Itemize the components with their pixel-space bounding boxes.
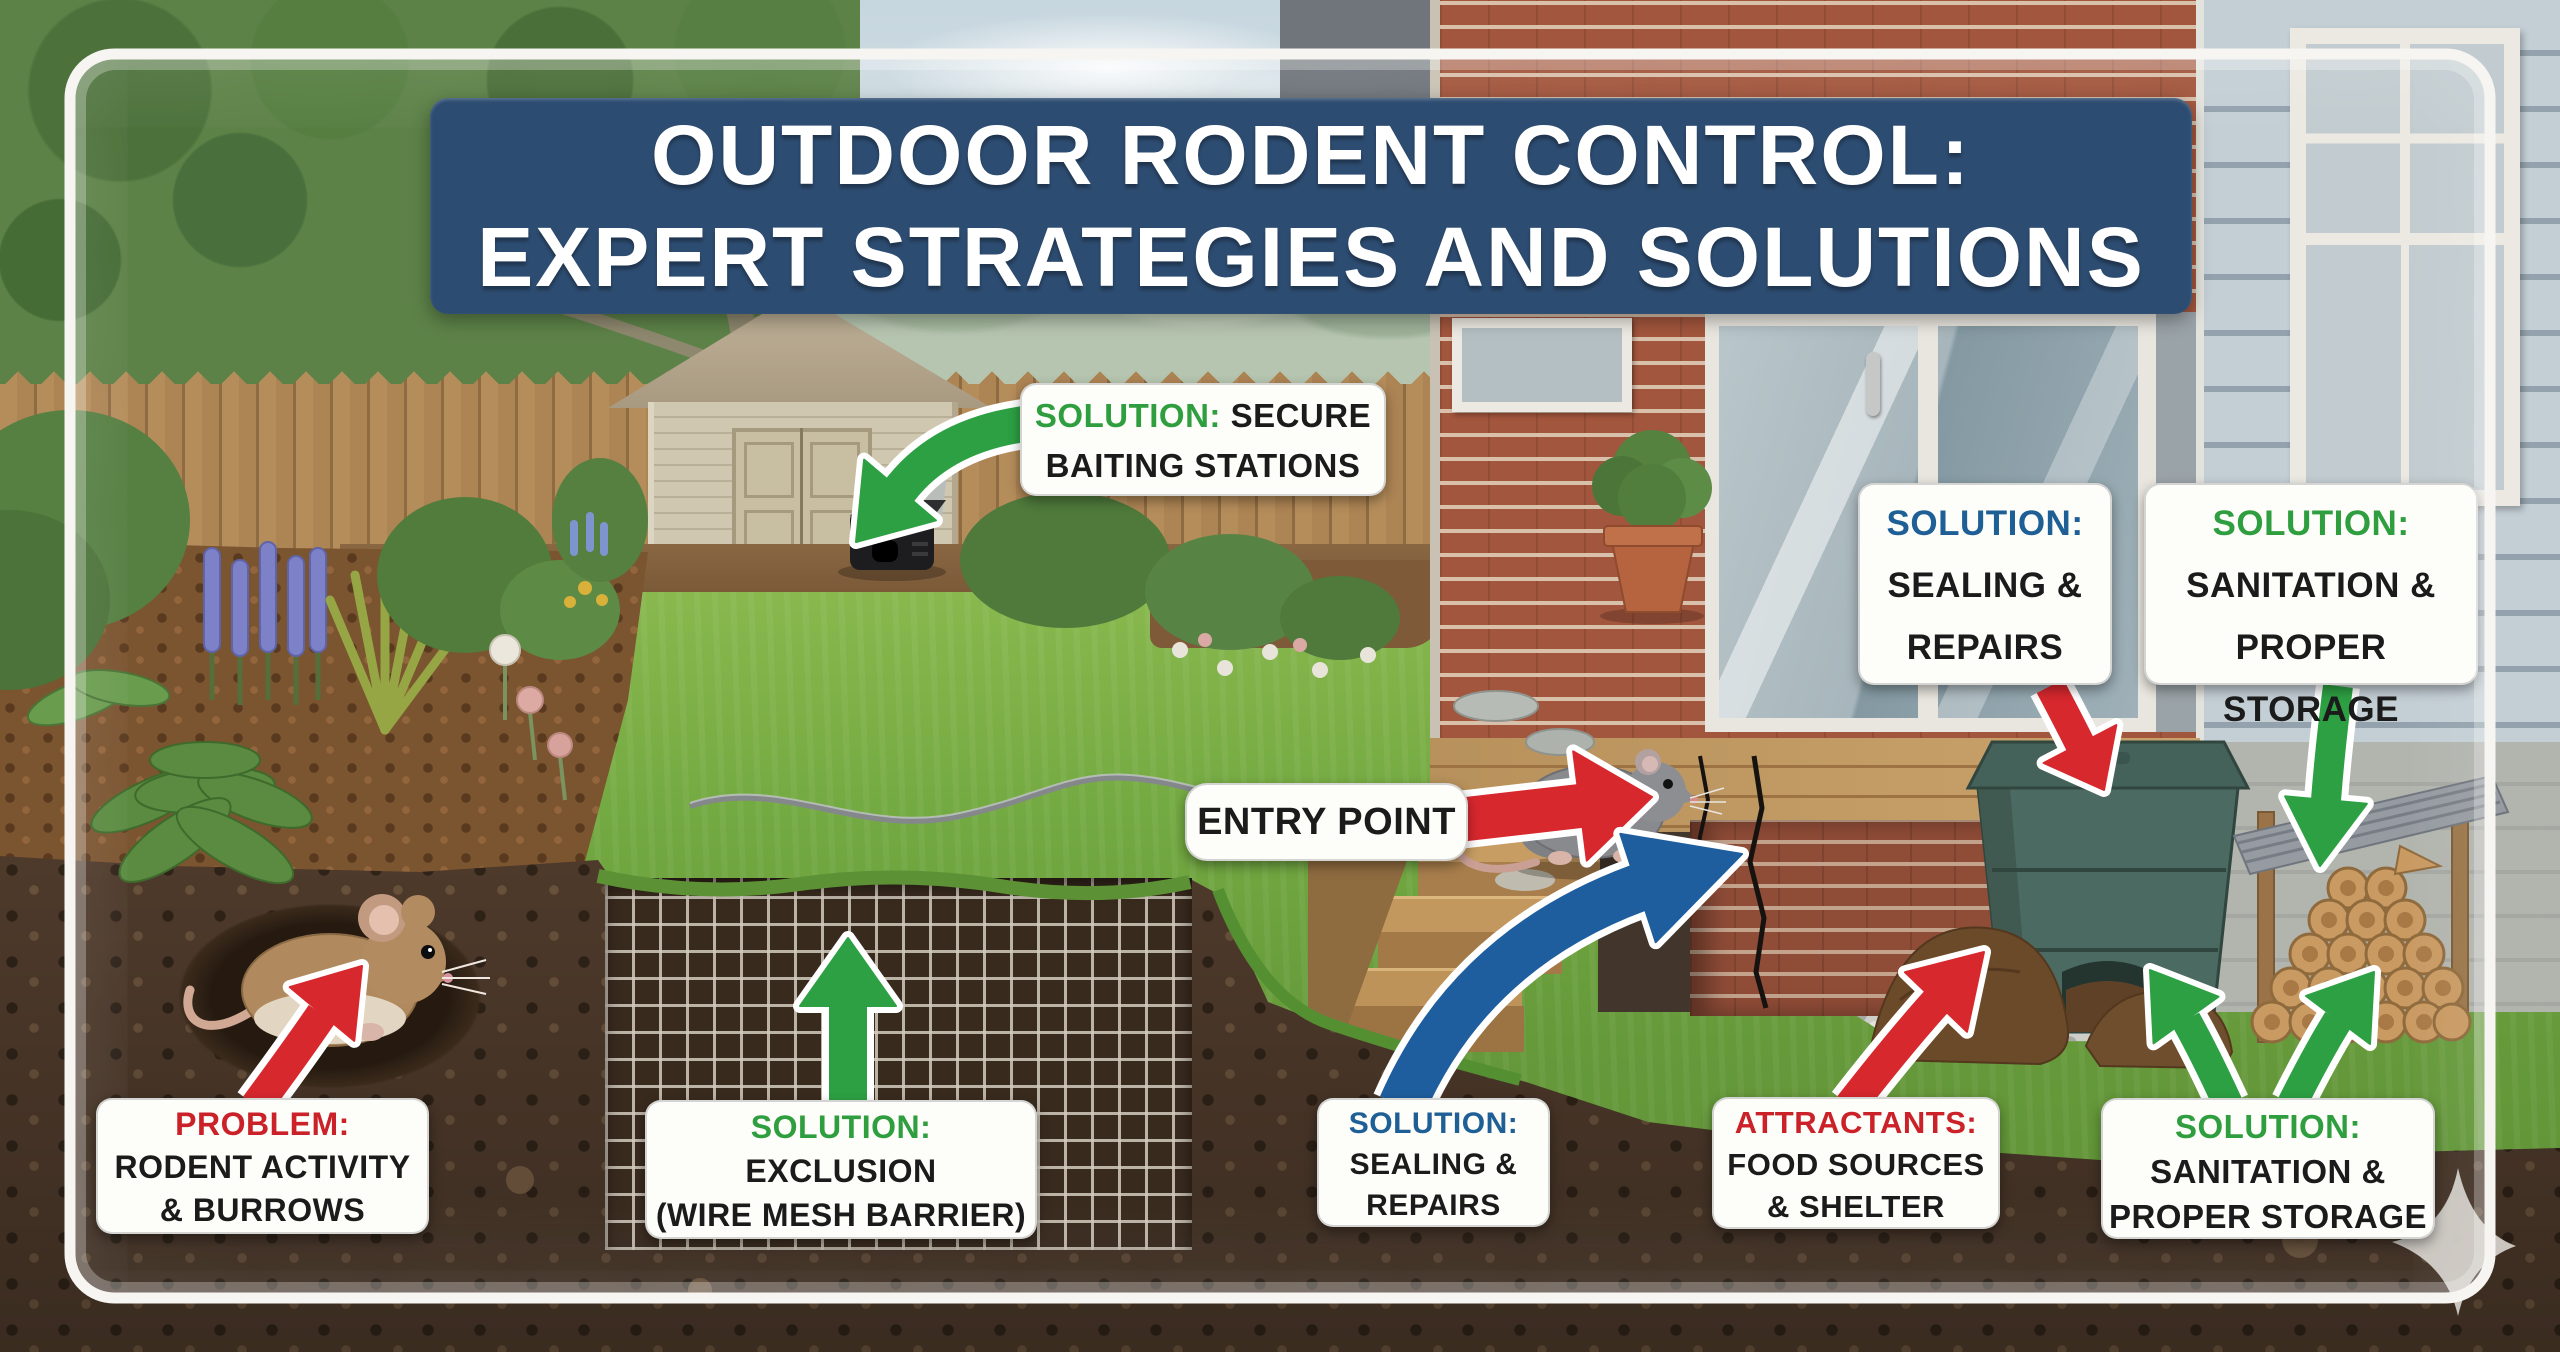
label-line: REPAIRS (1366, 1189, 1501, 1222)
label-solution-secure-baiting: SOLUTION: SECURE BAITING STATIONS (1020, 383, 1386, 496)
arrow-sanitation-left-green (2143, 963, 2248, 1114)
label-keyword: SOLUTION: (1348, 1107, 1519, 1140)
potted-plant (1592, 430, 1712, 624)
label-solution-sealing-repairs-top: SOLUTION: SEALING & REPAIRS (1858, 483, 2112, 685)
label-keyword: SOLUTION: (2175, 1108, 2361, 1145)
arrow-attractants-red (1831, 945, 1991, 1121)
label-solution-exclusion: SOLUTION: EXCLUSION (WIRE MESH BARRIER) (645, 1100, 1037, 1239)
label-line: SEALING & (1349, 1148, 1518, 1181)
label-line: REPAIRS (1906, 628, 2064, 667)
label-attractants: ATTRACTANTS: FOOD SOURCES & SHELTER (1712, 1097, 2000, 1229)
label-line: SECURE (1230, 397, 1372, 434)
label-problem-rodent-activity: PROBLEM: RODENT ACTIVITY & BURROWS (96, 1098, 429, 1234)
label-keyword: SOLUTION: (1034, 397, 1221, 434)
label-line: PROPER STORAGE (2108, 1198, 2428, 1235)
label-line: BAITING STATIONS (1045, 447, 1361, 484)
grass-edge (596, 869, 1522, 1086)
title-line-1: OUTDOOR RODENT CONTROL: (651, 108, 1971, 202)
label-line: ENTRY POINT (1197, 800, 1456, 843)
label-line: PROPER STORAGE (2223, 628, 2399, 729)
label-line: & SHELTER (1767, 1189, 1945, 1224)
label-line: & BURROWS (159, 1192, 366, 1228)
label-solution-sanitation-storage-top: SOLUTION: SANITATION & PROPER STORAGE (2144, 483, 2478, 729)
label-line: SEALING & (1887, 566, 2083, 605)
arrow-sealing-top-red (2030, 675, 2124, 797)
lupine-flowers (203, 541, 327, 657)
title-banner: OUTDOOR RODENT CONTROL: EXPERT STRATEGIE… (430, 98, 2192, 314)
label-keyword: SOLUTION: (750, 1109, 932, 1145)
arrow-sanitation-right-green (2272, 965, 2381, 1114)
label-line: FOOD SOURCES (1727, 1147, 1985, 1182)
label-solution-sealing-repairs-bottom: SOLUTION: SEALING & REPAIRS (1317, 1098, 1550, 1227)
arrow-exclusion-green (793, 931, 903, 1110)
title-line-2: EXPERT STRATEGIES AND SOLUTIONS (477, 210, 2145, 304)
label-keyword: PROBLEM: (175, 1106, 350, 1142)
label-keyword: SOLUTION: (2212, 504, 2410, 543)
label-line: RODENT ACTIVITY (114, 1149, 411, 1185)
label-entry-point: ENTRY POINT (1185, 783, 1468, 861)
label-line: EXCLUSION (745, 1153, 937, 1189)
label-line: SANITATION & (2186, 566, 2436, 605)
label-keyword: SOLUTION: (1886, 504, 2084, 543)
label-solution-sanitation-storage-bottom: SOLUTION: SANITATION & PROPER STORAGE (2101, 1098, 2435, 1239)
label-keyword: ATTRACTANTS: (1734, 1105, 1978, 1140)
label-line: (WIRE MESH BARRIER) (655, 1197, 1027, 1233)
label-line: SANITATION & (2150, 1153, 2386, 1190)
